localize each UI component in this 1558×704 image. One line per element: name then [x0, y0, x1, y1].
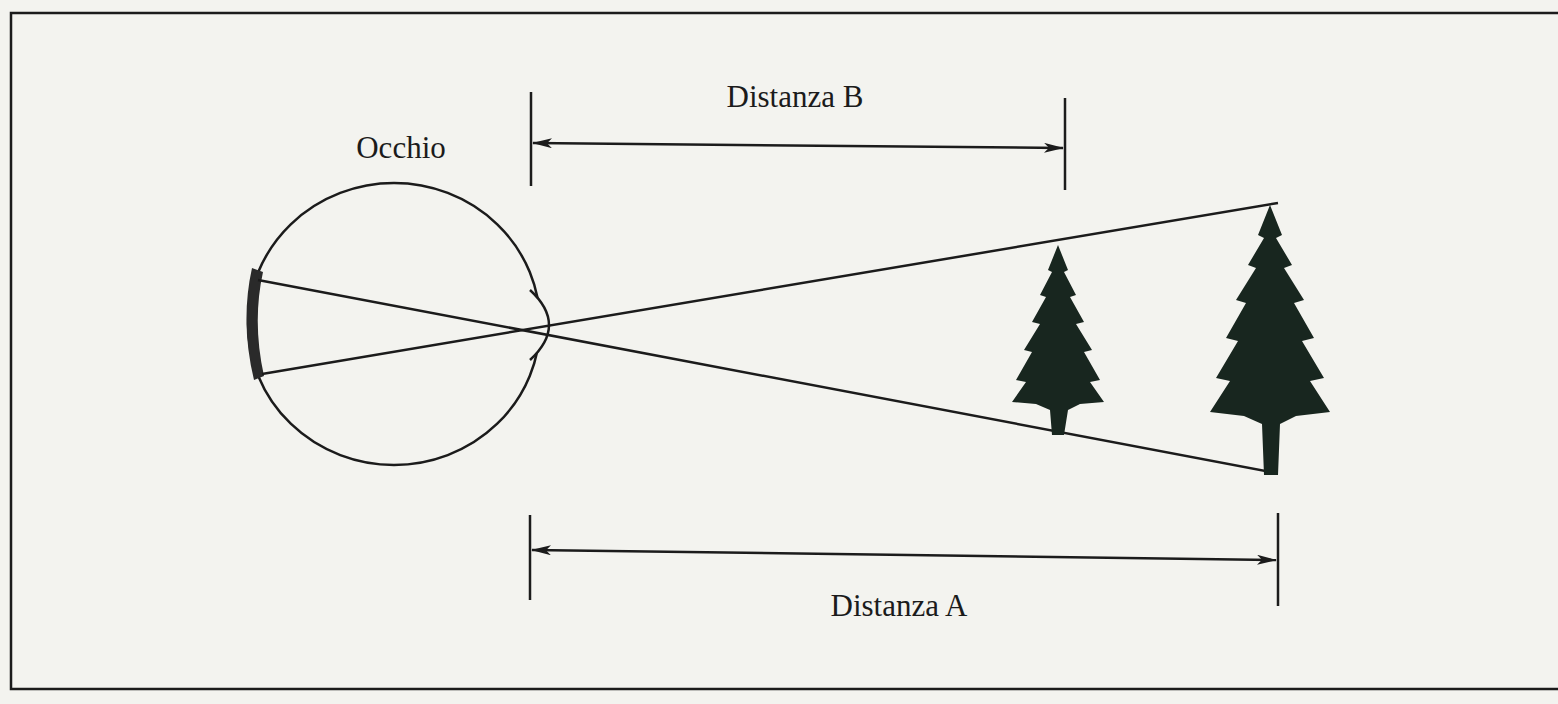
dimension-tick — [1064, 98, 1067, 190]
dimension-tick — [530, 92, 533, 186]
dimension-tick — [529, 515, 532, 600]
frame — [11, 13, 1558, 689]
dimension-label: Distanza B — [727, 80, 864, 114]
light-ray — [262, 203, 1278, 374]
dimension-label: Distanza A — [831, 589, 968, 623]
far-tree — [1210, 205, 1330, 475]
dimension-arrow — [533, 143, 1063, 148]
dimension-tick — [1277, 513, 1280, 606]
retina — [246, 268, 264, 380]
dimension-arrow — [532, 550, 1276, 560]
near-tree — [1012, 245, 1104, 435]
light-ray — [258, 280, 1276, 473]
eye-label: Occhio — [356, 131, 446, 165]
